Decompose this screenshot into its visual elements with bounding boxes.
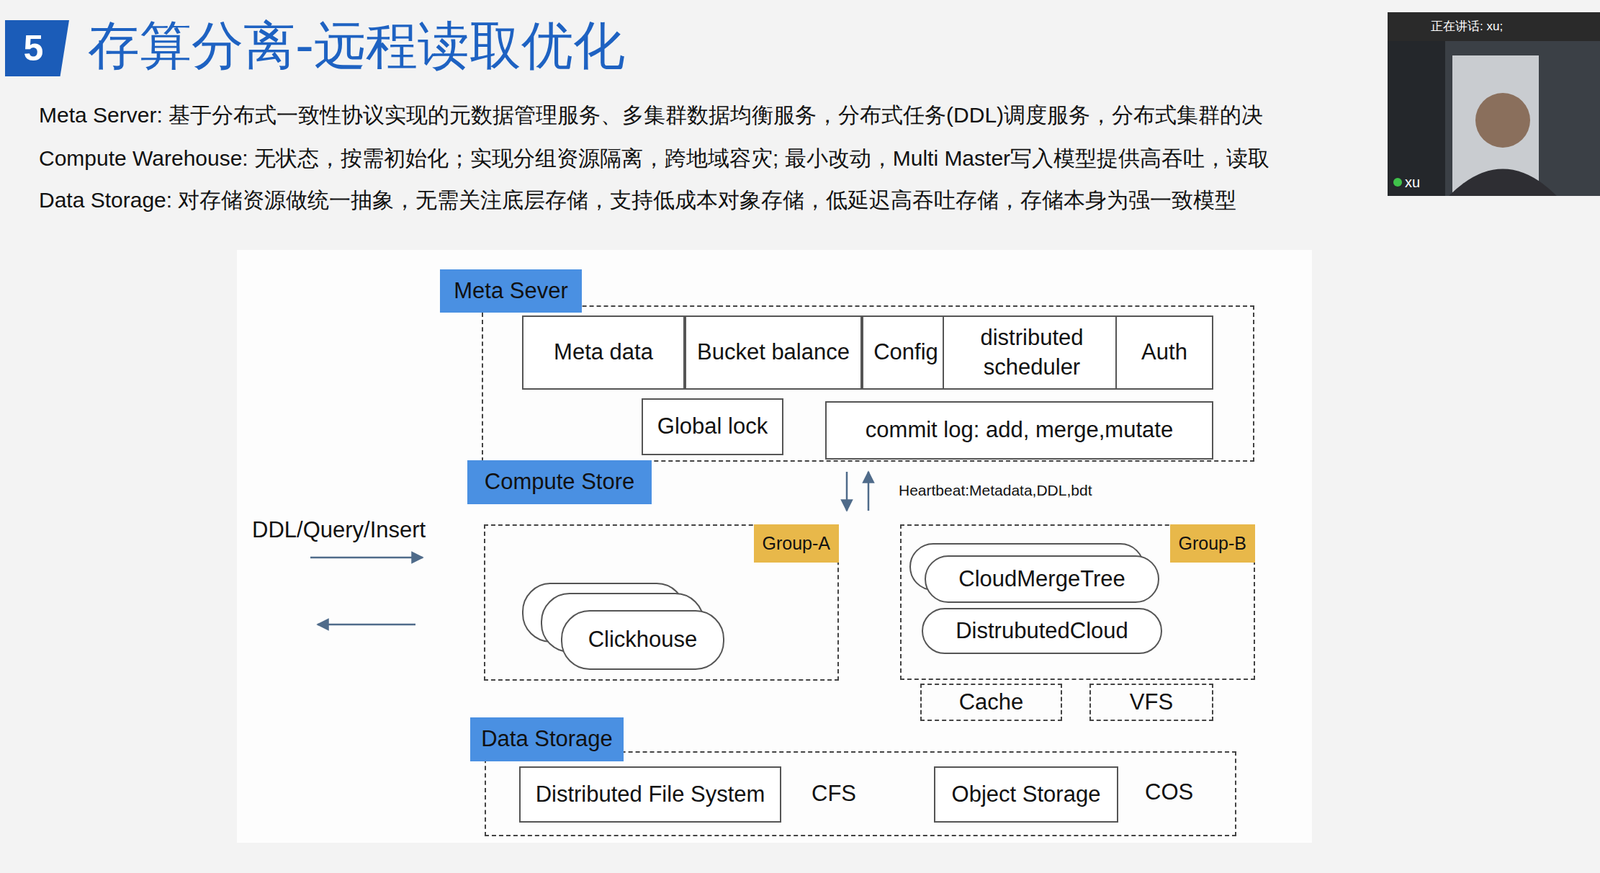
storage-region: Data StorageDistributed File SystemObjec… (484, 751, 1237, 837)
component-box: Global lock (641, 398, 784, 456)
cache-box: Cache (920, 683, 1063, 721)
engine-node: Clickhouse (560, 609, 725, 670)
heartbeat-up-arrow (867, 471, 870, 511)
storage-type-label: CFS (811, 779, 857, 808)
heading-tag: Group-B (1170, 524, 1256, 563)
engine-node: DistrubutedCloud (921, 607, 1163, 654)
component-box: distributed scheduler (942, 315, 1122, 390)
storage-box: Object Storage (933, 766, 1119, 823)
region-heading: Data Storage (481, 724, 613, 754)
node-text: CloudMergeTree (958, 564, 1125, 594)
node-text: Object Storage (951, 779, 1101, 809)
component-box: Meta data (522, 315, 685, 390)
region-heading: Group-A (762, 531, 831, 556)
node-text: commit log: add, merge,mutate (865, 415, 1173, 445)
node-text: Config (873, 337, 939, 367)
heading-tag: Meta Sever (439, 269, 582, 313)
node-text: Meta data (553, 337, 654, 367)
video-overlay: 正在讲话: xu; xu (1387, 12, 1600, 196)
node-text: Distributed File System (535, 779, 766, 809)
region-heading: Meta Sever (453, 276, 569, 306)
speaker-name: xu (1404, 173, 1420, 191)
speaking-status: 正在讲话: xu; (1430, 18, 1503, 35)
slide-title: 存算分离-远程读取优化 (87, 14, 626, 77)
node-text: Auth (1141, 337, 1188, 367)
component-box: Config (861, 315, 950, 390)
section-badge: 5 (5, 20, 70, 77)
storage-box: Distributed File System (519, 766, 782, 823)
speaker-head (1475, 92, 1531, 148)
description-line: Meta Server: 基于分布式一致性协议实现的元数据管理服务、多集群数据均… (38, 102, 1264, 129)
node-text: distributed scheduler (944, 323, 1120, 382)
heartbeat-down-arrow (846, 471, 849, 511)
node-text: Cache (959, 687, 1024, 717)
engine-node: CloudMergeTree (924, 555, 1160, 603)
group-region: Group-A Clickhouse (483, 524, 839, 681)
node-text: Bucket balance (697, 337, 850, 367)
component-box: Auth (1115, 315, 1214, 390)
region-heading: Group-B (1178, 531, 1247, 556)
video-curtain (1387, 41, 1446, 196)
heartbeat-label: Heartbeat:Metadata,DDL,bdt (898, 481, 1093, 500)
storage-type-label: COS (1144, 777, 1194, 807)
video-top-bar (1387, 12, 1600, 42)
heading-tag: Group-A (753, 524, 839, 563)
speaker-body (1448, 169, 1557, 197)
layer-tag: Compute Store (467, 460, 652, 505)
node-text: Global lock (657, 411, 768, 441)
node-text: DistrubutedCloud (955, 616, 1129, 646)
heading-tag: Data Storage (470, 717, 624, 762)
node-text: Compute Store (484, 467, 636, 497)
node-text: Clickhouse (588, 625, 698, 654)
mic-icon (1393, 177, 1402, 187)
description-line: Compute Warehouse: 无状态，按需初始化；实现分组资源隔离，跨地… (38, 145, 1270, 172)
node-text: VFS (1129, 687, 1173, 717)
meta-server-region: Meta SeverMeta dataBucket balanceConfigd… (481, 305, 1255, 462)
request-arrow (310, 556, 423, 559)
description-line: Data Storage: 对存储资源做统一抽象，无需关注底层存储，支持低成本对… (38, 187, 1237, 214)
response-arrow (317, 623, 416, 626)
flow-label: DDL/Query/Insert (252, 515, 426, 545)
group-region: Group-B CloudMergeTreeDistrubutedCloud (900, 524, 1256, 680)
commit-log-box: commit log: add, merge,mutate (825, 401, 1214, 460)
speaker-video (1387, 12, 1600, 196)
component-box: Bucket balance (684, 315, 862, 390)
vfs-box: VFS (1089, 683, 1214, 721)
